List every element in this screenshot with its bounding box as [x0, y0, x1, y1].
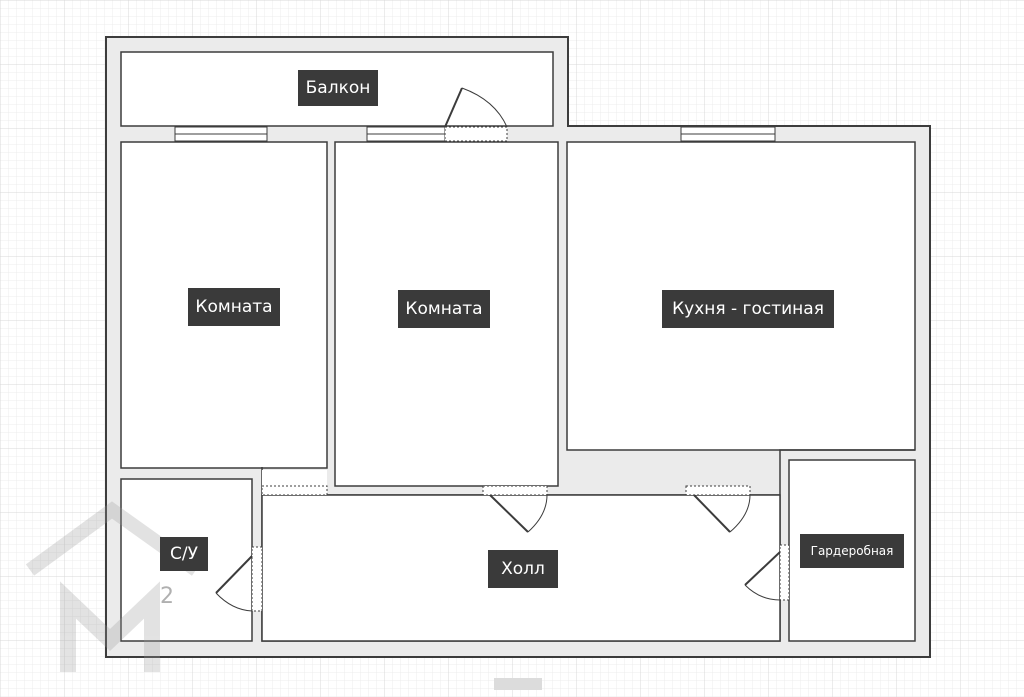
interior-doors	[215, 485, 790, 612]
label-wardrobe: Гардеробная	[800, 534, 904, 568]
entry-mark	[494, 678, 542, 690]
windows	[174, 126, 776, 142]
label-balcony: Балкон	[298, 70, 378, 106]
watermark-superscript: 2	[160, 584, 174, 609]
label-room2: Комната	[398, 290, 490, 328]
label-room1: Комната	[188, 288, 280, 326]
label-kitchen: Кухня - гостиная	[662, 290, 834, 328]
label-hall: Холл	[488, 550, 558, 588]
label-bathroom: С/У	[160, 537, 208, 571]
balcony-door	[444, 87, 508, 142]
